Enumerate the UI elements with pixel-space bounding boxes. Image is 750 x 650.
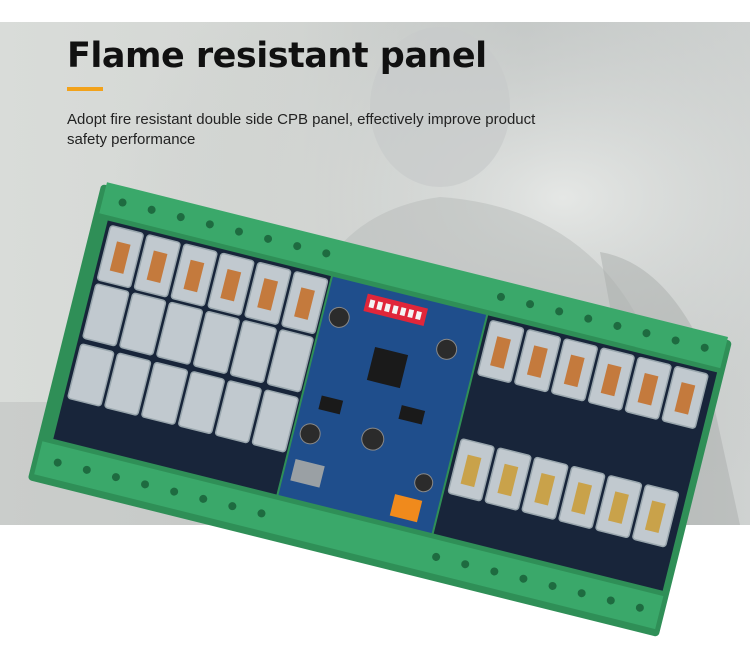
terminal-strip-bottom — [34, 441, 664, 630]
relay-bank-left — [53, 220, 331, 495]
page-title: Flame resistant panel — [67, 36, 487, 76]
relay-bank-right — [433, 315, 718, 591]
feature-description: Adopt fire resistant double side CPB pan… — [67, 111, 536, 148]
title-accent-bar — [67, 87, 103, 91]
control-circuit-board — [278, 276, 487, 534]
microcontroller-chip — [366, 346, 409, 389]
terminal-strip-top — [99, 182, 728, 369]
